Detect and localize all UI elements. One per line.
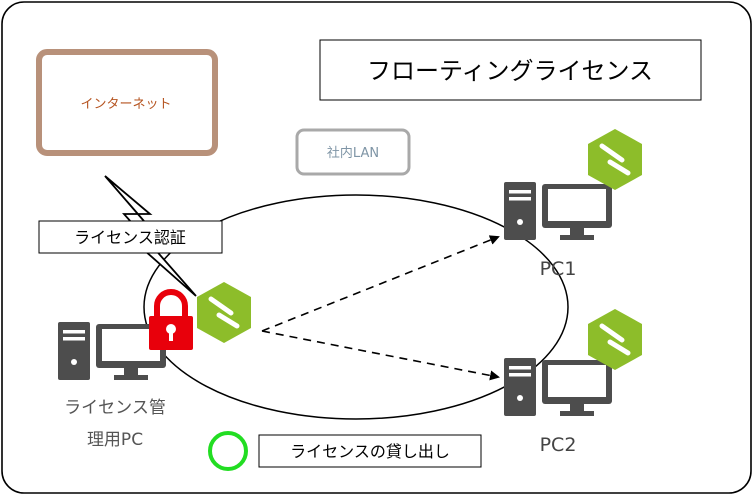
server-label-line2: 理用PC xyxy=(87,430,143,450)
lan-label: 社内LAN xyxy=(327,145,379,161)
lend-label: ライセンスの貸し出し xyxy=(290,442,450,461)
internet-label: インターネット xyxy=(80,97,171,112)
internet-box: インターネット xyxy=(36,49,218,156)
pc2-label: PC2 xyxy=(540,434,577,456)
lan-ellipse xyxy=(143,194,569,420)
lend-arrow-pc2 xyxy=(261,330,500,381)
lan-box: 社内LAN xyxy=(295,128,411,176)
auth-label-box: ライセンス認証 xyxy=(38,220,223,254)
server-label-line1: ライセンス管 xyxy=(64,398,166,418)
page-title: フローティングライセンス xyxy=(367,57,653,85)
auth-label: ライセンス認証 xyxy=(74,228,186,247)
pc1-label: PC1 xyxy=(540,258,577,280)
license-token-circle xyxy=(208,431,248,471)
lend-arrow-pc1 xyxy=(261,235,500,332)
title-box: フローティングライセンス xyxy=(319,39,702,101)
lock-icon xyxy=(149,289,193,350)
lend-label-box: ライセンスの貸し出し xyxy=(258,434,482,468)
